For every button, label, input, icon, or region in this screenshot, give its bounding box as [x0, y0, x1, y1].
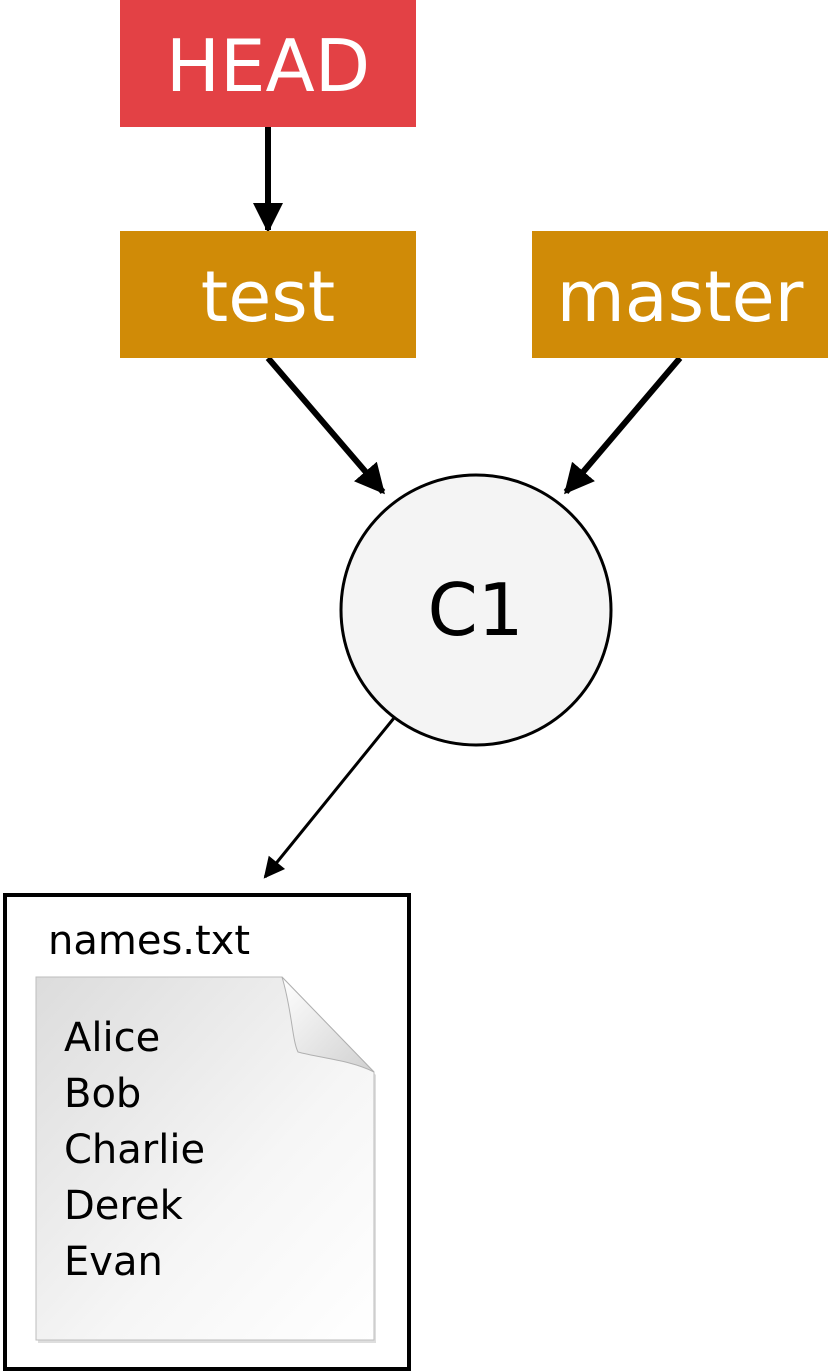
- file-line: Derek: [64, 1183, 183, 1229]
- commit-to-file-arrow: [263, 717, 396, 879]
- commit-id: C1: [427, 567, 524, 652]
- master-to-commit-arrow: [563, 356, 683, 495]
- commit-node: [339, 473, 613, 747]
- branch-test: test: [120, 231, 416, 358]
- file-line: Bob: [64, 1071, 142, 1117]
- branch-test-label: test: [200, 255, 336, 338]
- test-to-commit-arrow: [265, 356, 386, 495]
- head-ref: HEAD: [120, 0, 416, 127]
- file-line: Evan: [64, 1239, 163, 1285]
- file-contents: Alice Bob Charlie Derek Evan: [64, 1010, 205, 1290]
- branch-master: master: [532, 231, 828, 358]
- file-name: names.txt: [48, 918, 251, 964]
- file-line: Charlie: [64, 1127, 206, 1173]
- head-ref-label: HEAD: [165, 23, 371, 108]
- branch-master-label: master: [556, 255, 804, 338]
- file-line: Alice: [64, 1015, 161, 1061]
